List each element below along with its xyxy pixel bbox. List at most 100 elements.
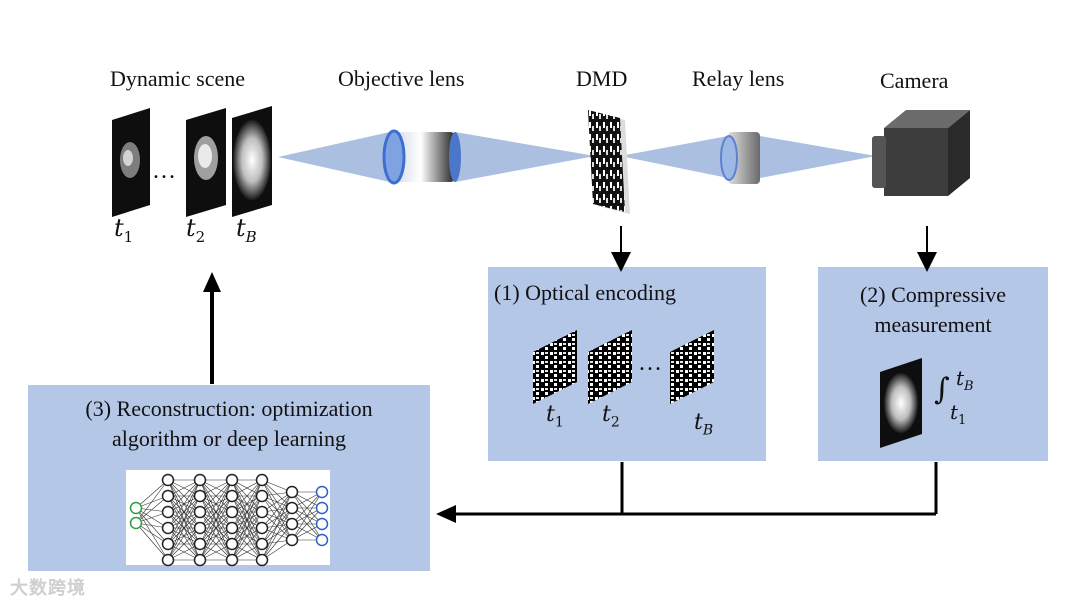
label-relay-lens: Relay lens [692, 66, 785, 91]
nn-connection [261, 491, 293, 529]
nn-node [315, 485, 329, 499]
nn-connection [135, 507, 169, 561]
nn-node [285, 501, 299, 515]
scene-frame-2 [186, 108, 226, 217]
mask-ellipsis: … [638, 350, 662, 376]
nn-node [255, 505, 269, 519]
nn-node [255, 537, 269, 551]
nn-node [255, 489, 269, 503]
reconstruction-line2: algorithm or deep learning [112, 426, 346, 451]
nn-connection [261, 523, 293, 561]
nn-node [161, 489, 175, 503]
nn-node [193, 521, 207, 535]
arrow-to-reconstruction [436, 462, 938, 523]
nn-connection [167, 511, 201, 561]
mask-time-tb: tB [694, 410, 714, 439]
beam-relay-to-camera [760, 136, 876, 178]
scene-ellipsis: … [152, 158, 176, 184]
nn-connection [231, 479, 263, 545]
integral-lower-limit: t1 [950, 400, 967, 428]
nn-node [225, 489, 239, 503]
nn-node [315, 517, 329, 531]
label-dmd: DMD [576, 66, 628, 91]
nn-node [225, 505, 239, 519]
nn-connection [199, 495, 233, 561]
nn-connection [231, 479, 263, 529]
nn-node [129, 501, 143, 515]
nn-node [285, 485, 299, 499]
nn-node [225, 537, 239, 551]
nn-connection [291, 491, 323, 525]
nn-connection [167, 495, 201, 561]
integral-expression: ∫ [934, 372, 950, 407]
nn-node [161, 553, 175, 567]
nn-connection [231, 527, 263, 561]
nn-connection [135, 522, 169, 561]
mask-time-t2: t2 [602, 402, 620, 431]
nn-connection [231, 511, 263, 561]
nn-connection [167, 479, 201, 513]
nn-connection [135, 507, 169, 529]
compressive-measurement-box [818, 267, 1048, 461]
nn-node [315, 533, 329, 547]
nn-node [225, 521, 239, 535]
camera-icon [872, 110, 970, 196]
nn-connection [199, 479, 233, 513]
time-label-t2: t2 [186, 214, 206, 246]
nn-connection [199, 511, 233, 561]
coded-mask-2 [588, 330, 632, 404]
time-label-t1: t1 [114, 214, 134, 246]
nn-node [255, 553, 269, 567]
optical-encoding-title: (1) Optical encoding [494, 280, 677, 305]
measurement-image [880, 358, 922, 448]
scene-frame-b [232, 106, 272, 217]
beam-dmd-to-relay [620, 136, 728, 178]
nn-connection [231, 495, 263, 561]
beam-objective-to-dmd [455, 132, 595, 182]
nn-connection [135, 495, 169, 524]
reconstruction-line1: (3) Reconstruction: optimization [85, 396, 373, 421]
relay-lens-icon [720, 132, 760, 184]
integral-upper-limit: tB [956, 366, 974, 394]
nn-node [193, 553, 207, 567]
nn-node [193, 473, 207, 487]
nn-connection [135, 522, 169, 545]
nn-connection [135, 479, 169, 509]
beam-scene-to-objective [278, 132, 390, 182]
nn-node [161, 505, 175, 519]
nn-node [193, 489, 207, 503]
nn-connection [167, 479, 201, 529]
nn-connection [231, 479, 263, 513]
label-objective-lens: Objective lens [338, 66, 465, 91]
watermark-logo: 大数跨境 [10, 578, 86, 599]
compressive-measurement-line2: measurement [874, 312, 992, 337]
nn-connection [135, 479, 169, 524]
nn-connection [199, 479, 233, 529]
nn-node [255, 521, 269, 535]
nn-node [161, 473, 175, 487]
mask-time-t1: t1 [546, 402, 564, 431]
scene-frame-1 [112, 108, 150, 217]
nn-node [285, 533, 299, 547]
dmd-icon [588, 110, 630, 214]
nn-connection [199, 479, 233, 545]
nn-connection [167, 527, 201, 561]
nn-node [193, 505, 207, 519]
nn-node [255, 473, 269, 487]
nn-node [161, 537, 175, 551]
nn-connection [167, 479, 201, 545]
nn-node [315, 501, 329, 515]
objective-lens-icon [382, 129, 461, 185]
nn-node [225, 553, 239, 567]
nn-connection [261, 491, 293, 561]
coded-mask-b [670, 330, 714, 404]
nn-connection [291, 491, 323, 541]
coded-mask-1 [533, 330, 577, 404]
nn-node [285, 517, 299, 531]
label-camera: Camera [880, 68, 949, 93]
label-dynamic-scene: Dynamic scene [110, 66, 245, 91]
compressive-measurement-line1: (2) Compressive [859, 282, 1007, 307]
nn-node [225, 473, 239, 487]
nn-connection [261, 491, 293, 545]
